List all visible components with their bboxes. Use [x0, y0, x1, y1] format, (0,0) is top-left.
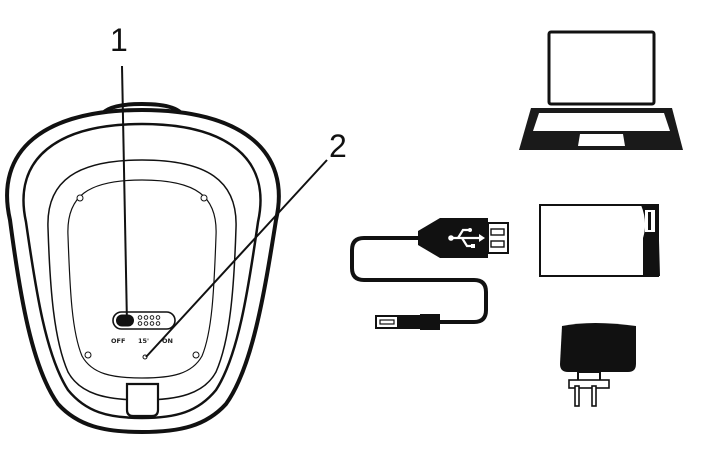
callout-line-1: [121, 65, 128, 325]
power-slide-switch[interactable]: [112, 311, 176, 330]
callout-line-2: [145, 159, 328, 358]
switch-label-timer: 15': [138, 337, 149, 345]
callout-number-1: 1: [110, 22, 128, 58]
switch-label-on: ON: [162, 337, 173, 345]
switch-label-off: OFF: [111, 337, 125, 345]
screw-icon: [192, 351, 200, 359]
screw-icon: [76, 194, 84, 202]
usb-symbol-icon: [448, 228, 485, 248]
callout-number-2: 2: [329, 128, 347, 164]
back-inner-plate: [67, 179, 217, 379]
usb-cable-icon: [350, 218, 509, 330]
screw-icon: [84, 351, 92, 359]
switch-grip-dots: [137, 315, 161, 326]
wall-adapter-icon: [560, 323, 636, 407]
bottom-port-tab: [125, 382, 160, 418]
laptop-icon: [519, 30, 683, 150]
booklet-icon: [539, 204, 660, 277]
screw-icon: [200, 194, 208, 202]
device-back-icon: OFF 15' ON: [5, 101, 281, 435]
